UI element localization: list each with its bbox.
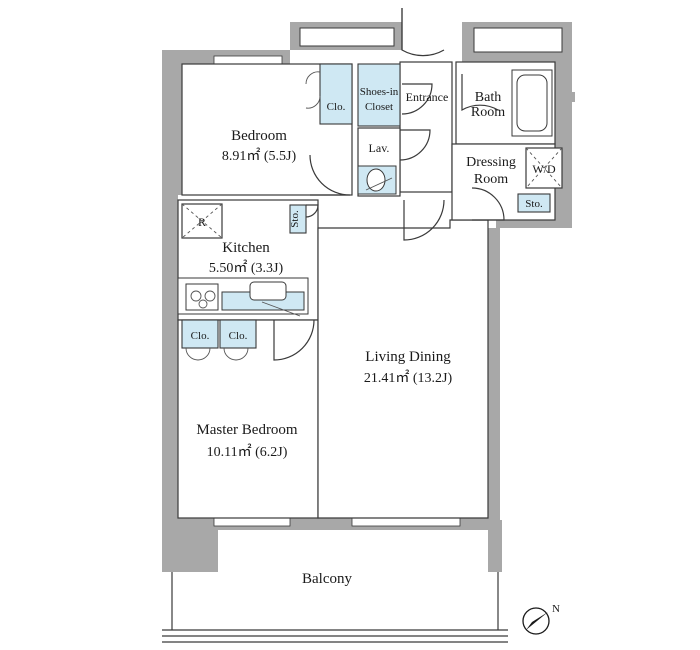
bedroom-closet xyxy=(319,63,353,125)
doors xyxy=(185,8,505,361)
master-closet-1 xyxy=(181,319,219,349)
kitchen-counter xyxy=(177,277,309,317)
fridge-name: R xyxy=(198,215,206,229)
compass-north-label: N xyxy=(552,603,560,615)
bedroom-area-label: 8.91㎡ (5.5J) xyxy=(222,148,297,164)
master-closet-1-label: Clo. xyxy=(191,330,210,342)
bedroom-name: Bedroom xyxy=(231,128,287,144)
living-name: Living Dining xyxy=(365,349,451,365)
windows xyxy=(213,27,563,527)
bath-room-line2: Room xyxy=(471,105,505,120)
labels: Bedroom 8.91㎡ (5.5J) Kitchen 5.50㎡ (3.3J… xyxy=(191,86,556,587)
wd-name: W/D xyxy=(532,162,556,176)
kitchen-storage xyxy=(289,204,307,234)
bedroom-closet-label: Clo. xyxy=(327,101,346,113)
bath-room-line1: Bath xyxy=(475,90,501,105)
living-area-label: 21.41㎡ (13.2J) xyxy=(364,370,453,386)
master-closet-2-label: Clo. xyxy=(229,330,248,342)
kitchen-name: Kitchen xyxy=(222,240,270,256)
living-dining-area xyxy=(317,219,489,519)
shoes-in-closet-line2: Closet xyxy=(365,101,393,113)
lav-name: Lav. xyxy=(369,141,390,155)
lav-fixtures xyxy=(357,165,397,195)
shoes-in-closet xyxy=(357,63,401,127)
bathtub xyxy=(511,69,553,137)
entrance-name: Entrance xyxy=(406,90,449,104)
shoes-in-closet-line1: Shoes-in xyxy=(360,86,399,98)
master-bedroom-area xyxy=(177,319,319,519)
master-closet-2 xyxy=(219,319,257,349)
kitchen-storage-label: Sto. xyxy=(289,210,301,228)
balcony xyxy=(162,572,508,643)
wd-cross xyxy=(525,147,563,189)
dressing-room-line2: Room xyxy=(474,172,508,187)
fridge-cross xyxy=(181,203,223,239)
master-bedroom-area-label: 10.11㎡ (6.2J) xyxy=(207,444,288,460)
dressing-storage xyxy=(517,193,551,213)
balcony-name: Balcony xyxy=(302,571,352,587)
master-bedroom-name: Master Bedroom xyxy=(196,422,298,438)
kitchen-area-label: 5.50㎡ (3.3J) xyxy=(209,260,284,276)
dressing-room-line1: Dressing xyxy=(466,155,516,170)
compass: N xyxy=(522,603,560,635)
entrance-area xyxy=(399,61,453,193)
dressing-storage-label: Sto. xyxy=(525,198,543,210)
